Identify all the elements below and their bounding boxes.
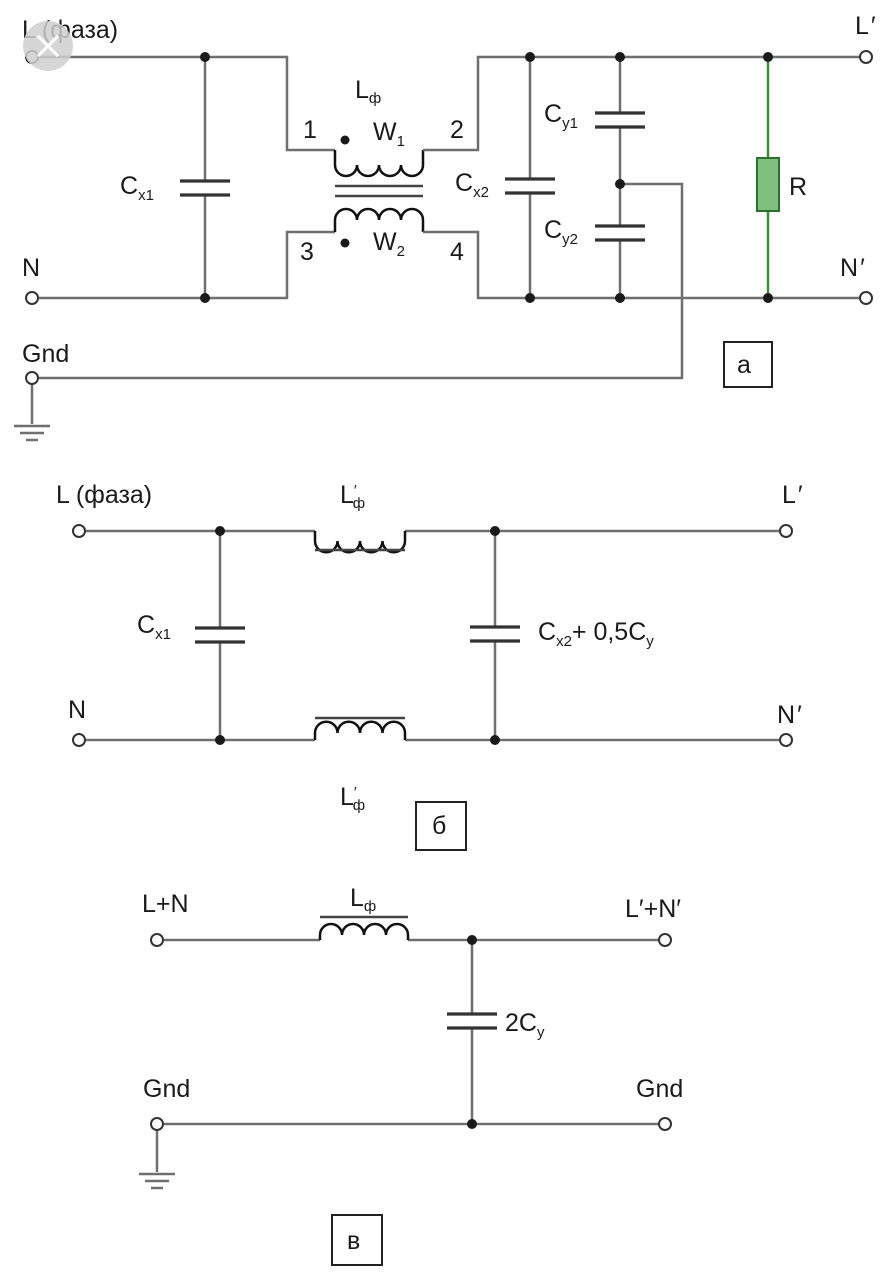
inductor-bottom <box>313 720 407 740</box>
junction-dot <box>615 293 625 303</box>
junction-dot <box>615 179 625 189</box>
terminal-l-in <box>72 524 86 538</box>
inductor-lf <box>318 922 410 940</box>
diagram-b: L (фаза) N L′ N′ L′ф L′ф Cx1 Cx2+ 0,5Cy … <box>56 481 803 851</box>
junction-dot <box>200 52 210 62</box>
diagram-c: L+N Gnd L′+N′ Gnd Lф 2Cy в <box>139 884 683 1266</box>
terminal-ln-out <box>658 933 672 947</box>
junction-dot <box>467 1119 477 1129</box>
label-gnd-right: Gnd <box>636 1075 683 1103</box>
terminal-n-out <box>859 291 873 305</box>
label-l-prime: L′ <box>855 12 876 40</box>
resistor-r <box>756 157 780 212</box>
label-l-plus-n: L+N <box>142 890 189 918</box>
label-cx1: Cx1 <box>137 611 171 643</box>
label-gnd-left: Gnd <box>143 1075 190 1103</box>
svg-text:в: в <box>347 1227 360 1255</box>
label-l-plus-n-prime: L′+N′ <box>625 895 681 923</box>
label-w2: W2 <box>373 228 405 260</box>
junction-dot <box>525 52 535 62</box>
label-l-phase: L (фаза) <box>56 481 152 509</box>
label-cx2: Cx2 <box>455 169 489 201</box>
terminal-gnd <box>25 371 39 385</box>
junction-dot <box>215 526 225 536</box>
label-n: N <box>22 254 40 282</box>
junction-dot <box>490 526 500 536</box>
label-inductor-bottom: L′ф <box>340 783 365 814</box>
close-x-icon[interactable] <box>23 21 73 71</box>
terminal-l-out <box>859 50 873 64</box>
label-pin-2: 2 <box>450 116 464 144</box>
polarity-dot-w2 <box>340 238 350 248</box>
junction-dot <box>215 735 225 745</box>
terminal-gnd-out <box>658 1117 672 1131</box>
label-inductor: Lф <box>355 76 381 107</box>
label-r: R <box>789 173 807 201</box>
label-n: N <box>68 696 86 724</box>
label-pin-4: 4 <box>450 238 464 266</box>
svg-text:б: б <box>432 812 446 840</box>
terminal-n-in <box>72 733 86 747</box>
label-n-prime: N′ <box>840 254 865 282</box>
junction-dot <box>525 293 535 303</box>
winding-w1 <box>333 150 425 178</box>
terminal-n-out <box>779 733 793 747</box>
label-cx1: Cx1 <box>120 172 154 204</box>
junction-dot <box>615 52 625 62</box>
polarity-dot-w1 <box>340 135 350 145</box>
label-n-prime: N′ <box>777 701 802 729</box>
junction-dot <box>763 52 773 62</box>
winding-w2 <box>333 207 425 232</box>
label-pin-3: 3 <box>300 238 314 266</box>
svg-text:a: a <box>737 351 751 379</box>
diagram-tag-c: в <box>331 1214 383 1266</box>
label-inductor-top: L′ф <box>340 481 365 512</box>
label-2cy: 2Cy <box>505 1009 545 1041</box>
label-inductor: Lф <box>350 884 376 915</box>
junction-dot <box>467 935 477 945</box>
label-l-prime: L′ <box>782 481 803 509</box>
terminal-gnd-in <box>150 1117 164 1131</box>
junction-dot <box>200 293 210 303</box>
diagram-tag-b: б <box>415 801 467 851</box>
terminal-l-out <box>779 524 793 538</box>
label-cx2-plus-cy: Cx2+ 0,5Cy <box>538 618 654 650</box>
label-pin-1: 1 <box>303 116 317 144</box>
label-gnd: Gnd <box>22 340 69 368</box>
label-w1: W1 <box>373 118 405 150</box>
label-cy1: Cy1 <box>544 100 578 132</box>
label-cy2: Cy2 <box>544 216 578 248</box>
junction-dot <box>763 293 773 303</box>
terminal-n-in <box>25 291 39 305</box>
junction-dot <box>490 735 500 745</box>
terminal-ln-in <box>150 933 164 947</box>
diagram-a: L (фаза) N Gnd L′ N′ Lф W1 W2 1 2 3 4 Cx… <box>14 12 876 442</box>
diagram-tag-a: a <box>723 341 773 388</box>
